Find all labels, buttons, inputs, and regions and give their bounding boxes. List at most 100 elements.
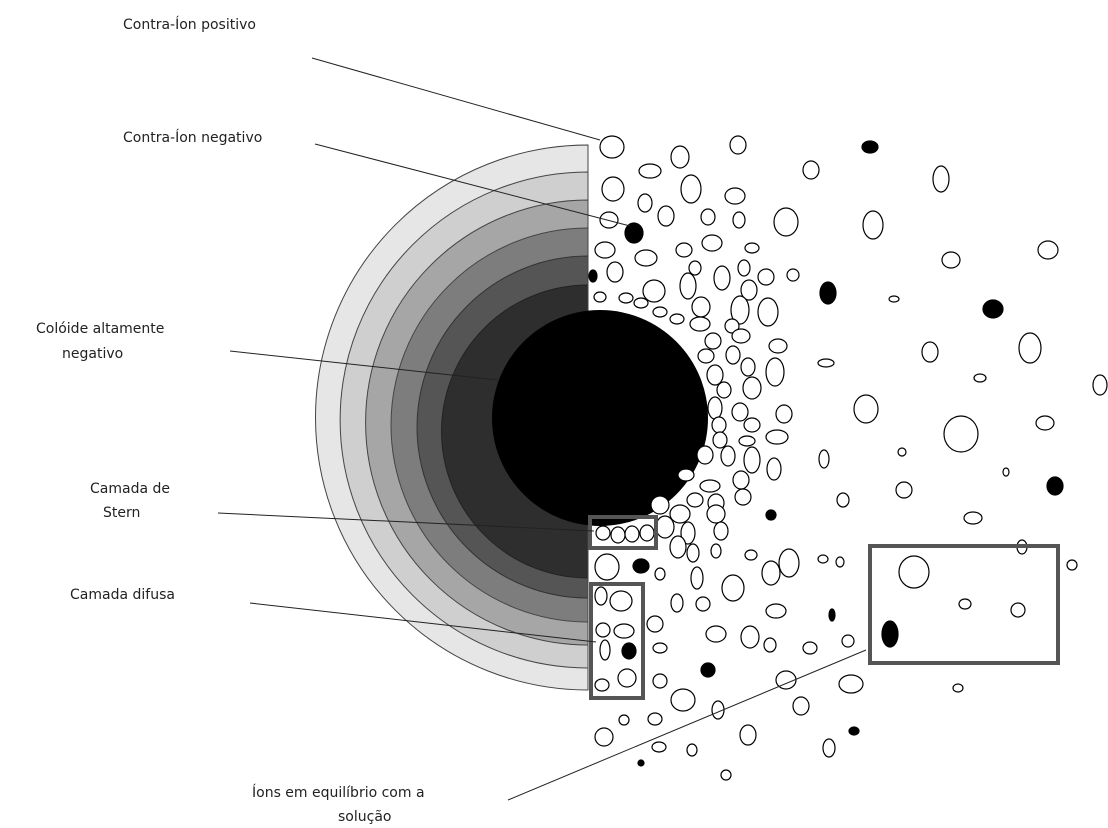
negative-ion: [625, 223, 643, 243]
positive-ion: [625, 526, 639, 542]
positive-ion: [678, 469, 694, 481]
positive-ion: [696, 597, 710, 611]
positive-ion: [764, 638, 776, 652]
positive-ion: [700, 480, 720, 492]
positive-ion: [648, 713, 662, 725]
positive-ion: [744, 447, 760, 473]
positive-ion: [638, 194, 652, 212]
positive-ion: [726, 346, 740, 364]
positive-ion: [725, 188, 745, 204]
positive-ion: [702, 235, 722, 251]
positive-ion: [711, 544, 721, 558]
positive-ion: [818, 555, 828, 563]
negative-ion: [622, 643, 636, 659]
positive-ion: [671, 594, 683, 612]
positive-ion: [741, 358, 755, 376]
positive-ion: [964, 512, 982, 524]
positive-ion: [595, 679, 609, 691]
positive-ion: [705, 333, 721, 349]
positive-ion: [733, 212, 745, 228]
positive-ion: [1036, 416, 1054, 430]
positive-ion: [1038, 241, 1058, 259]
negative-ion: [849, 727, 859, 735]
negative-ion: [983, 300, 1003, 318]
positive-ion: [823, 739, 835, 757]
negative-ion: [1047, 477, 1063, 495]
positive-ion: [767, 458, 781, 480]
positive-ion: [1003, 468, 1009, 476]
positive-ion: [708, 397, 722, 419]
positive-ion: [803, 161, 819, 179]
positive-ion: [1011, 603, 1025, 617]
positive-ion: [899, 556, 929, 588]
positive-ion: [741, 626, 759, 648]
positive-ion: [681, 175, 701, 203]
positive-ion: [676, 243, 692, 257]
negative-counterion-label: Contra-Íon negativo: [123, 127, 262, 149]
positive-ion: [712, 417, 726, 433]
positive-ion: [707, 505, 725, 523]
positive-ion: [762, 561, 780, 585]
positive-ion: [836, 557, 844, 567]
positive-ion: [671, 146, 689, 168]
positive-ion: [619, 715, 629, 725]
positive-ion: [653, 674, 667, 688]
positive-ion: [595, 242, 615, 258]
positive-ion: [793, 697, 809, 715]
positive-ion: [614, 624, 634, 638]
positive-ion: [639, 164, 661, 178]
positive-ion: [818, 359, 834, 367]
positive-ion: [610, 591, 632, 611]
positive-ion: [670, 505, 690, 523]
positive-ion: [837, 493, 849, 507]
negative-ion: [589, 270, 597, 282]
positive-ion: [652, 742, 666, 752]
positive-ion: [596, 526, 610, 540]
positive-ion: [692, 297, 710, 317]
positive-ion: [714, 522, 728, 540]
negative-ion: [633, 559, 649, 573]
positive-ion: [732, 329, 750, 343]
positive-ion: [743, 377, 761, 399]
positive-ion: [842, 635, 854, 647]
positive-ion: [766, 604, 786, 618]
positive-ion: [766, 430, 788, 444]
positive-ion: [1093, 375, 1107, 395]
positive-ion: [779, 549, 799, 577]
positive-ion: [698, 349, 714, 363]
positive-ion: [745, 550, 757, 560]
positive-ion: [732, 403, 748, 421]
positive-ion: [735, 489, 751, 505]
positive-ion: [787, 269, 799, 281]
positive-ion: [687, 744, 697, 756]
positive-ion: [740, 725, 756, 745]
positive-ion: [653, 307, 667, 317]
positive-ion: [769, 339, 787, 353]
positive-ion: [953, 684, 963, 692]
positive-ion: [595, 554, 619, 580]
positive-ion: [721, 446, 735, 466]
negative-ion: [829, 609, 835, 621]
negative-ion: [701, 663, 715, 677]
positive-ion: [922, 342, 938, 362]
positive-ion: [618, 669, 636, 687]
positive-ion: [944, 416, 978, 452]
positive-ion: [600, 640, 610, 660]
positive-ion: [670, 536, 686, 558]
positive-ion: [758, 269, 774, 285]
positive-ion: [733, 471, 749, 489]
negative-ion: [882, 621, 898, 647]
positive-ion: [766, 358, 784, 386]
positive-ion: [714, 266, 730, 290]
colloid-label-line2: negativo: [62, 343, 123, 365]
negative-ion: [820, 282, 836, 304]
positive-ion: [600, 212, 618, 228]
positive-ion: [653, 643, 667, 653]
positive-ion: [1019, 333, 1041, 363]
positive-ion: [707, 365, 723, 385]
positive-ion: [974, 374, 986, 382]
positive-ion: [602, 177, 624, 201]
positive-ion: [619, 293, 633, 303]
positive-ion: [744, 418, 760, 432]
positive-ion: [739, 436, 755, 446]
